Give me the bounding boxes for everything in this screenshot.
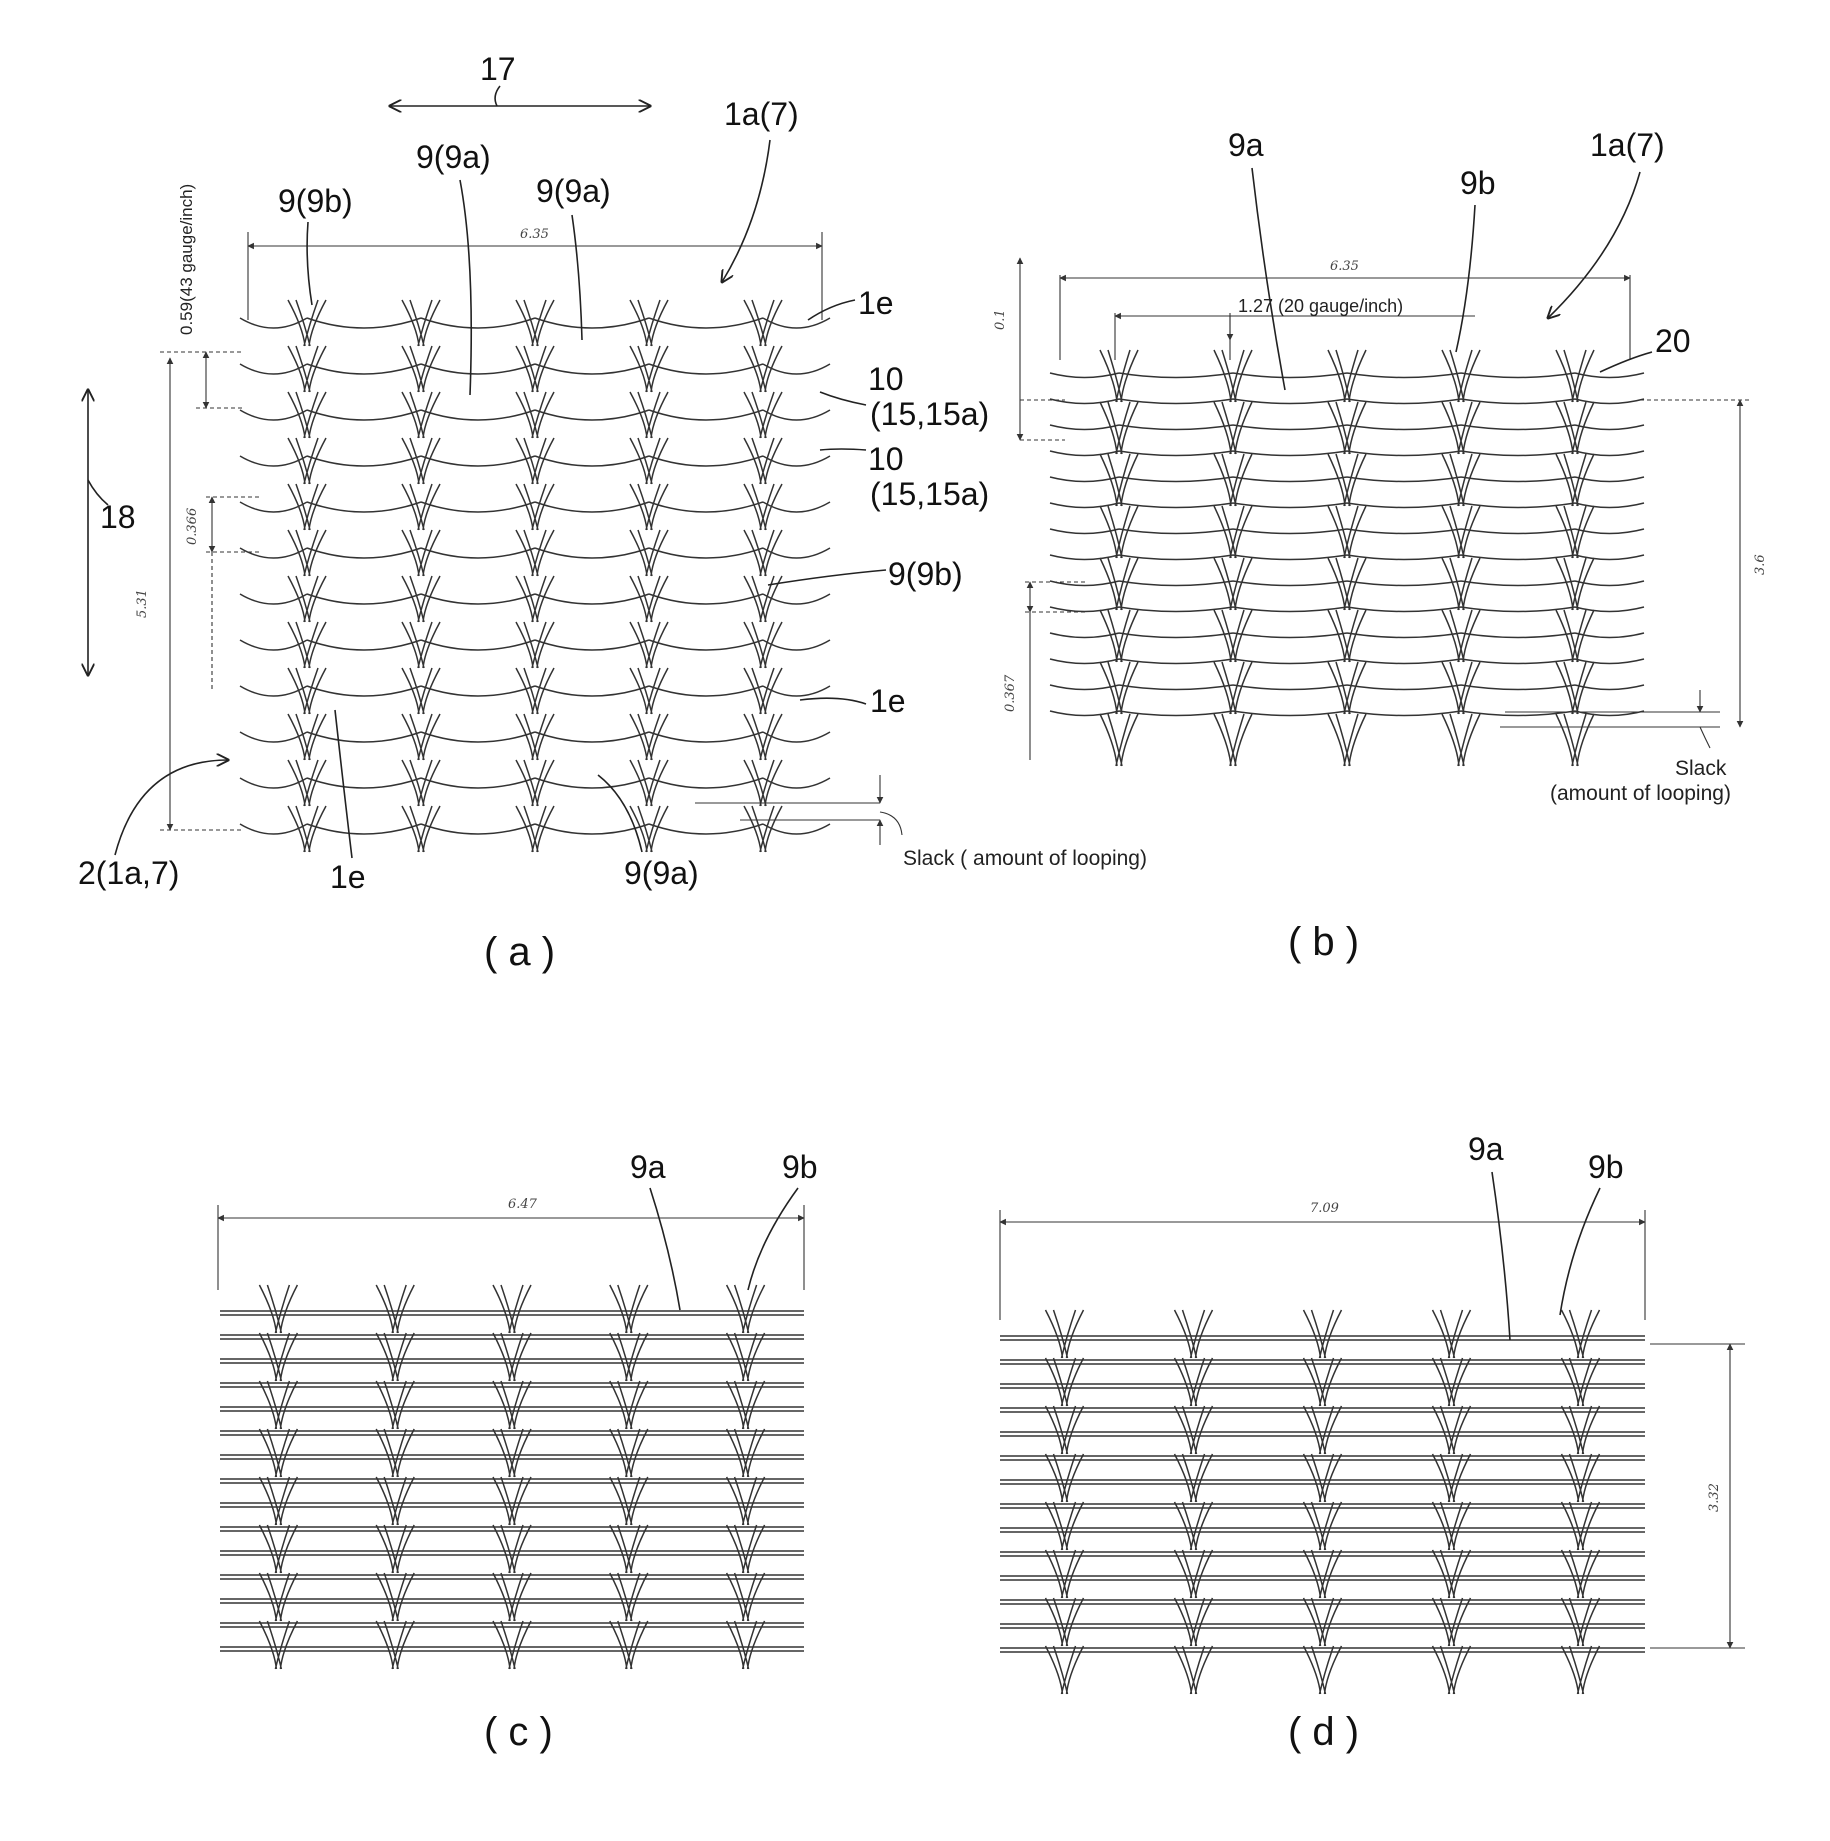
wale-yarn xyxy=(516,300,554,852)
ref-9a-c: 9a xyxy=(630,1149,666,1185)
dim-pitch-b-label: 0.367 xyxy=(1003,674,1018,712)
wale-yarn xyxy=(1442,350,1480,766)
panel-a: 17 18 6.35 0.59(43 gauge/inch) 5.31 0.36… xyxy=(78,51,1147,974)
slack-a: Slack ( amount of looping) xyxy=(903,847,1147,870)
course-yarns xyxy=(220,1311,804,1651)
dim-width-c-label: 6.47 xyxy=(508,1197,538,1212)
wale-yarn xyxy=(630,300,668,852)
ref-9b-c: 9b xyxy=(782,1149,818,1185)
course-yarns xyxy=(1000,1336,1645,1652)
wale-yarn xyxy=(402,300,440,852)
wale-yarn xyxy=(1328,350,1366,766)
ref-1a7-a: 1a(7) xyxy=(724,96,799,132)
caption-a: ( a ) xyxy=(484,930,555,974)
wale-yarn xyxy=(610,1285,648,1669)
ref-20-b: 20 xyxy=(1655,323,1691,359)
ref-2: 2(1a,7) xyxy=(78,855,179,891)
ref-1e-top: 1e xyxy=(858,285,894,321)
label-17: 17 xyxy=(480,51,516,87)
slack-b-2: (amount of looping) xyxy=(1550,782,1731,805)
ref-15-a: (15,15a) xyxy=(870,396,989,432)
ref-1e-bottom: 1e xyxy=(330,859,366,895)
panel-b: 6.35 1.27 (20 gauge/inch) 0.1 3.6 0.367 … xyxy=(993,127,1768,964)
caption-b: ( b ) xyxy=(1288,920,1359,964)
ref-9-9a-2: 9(9a) xyxy=(536,173,611,209)
wale-yarn xyxy=(376,1285,414,1669)
caption-c: ( c ) xyxy=(484,1710,553,1754)
gauge-b: 1.27 (20 gauge/inch) xyxy=(1238,296,1403,316)
wale-yarn xyxy=(1562,1310,1600,1694)
panel-d: 7.09 3.32 9a 9b ( d ) xyxy=(1000,1131,1745,1754)
dim-pitch-a-label: 0.366 xyxy=(185,508,200,545)
wale-yarn xyxy=(1433,1310,1471,1694)
panel-c: 6.47 9a 9b ( c ) xyxy=(218,1149,818,1754)
ref-10-b: 10 xyxy=(868,441,904,477)
wale-yarn xyxy=(1214,350,1252,766)
panel-b-fabric xyxy=(1050,350,1644,766)
wale-yarn xyxy=(1304,1310,1342,1694)
caption-d: ( d ) xyxy=(1288,1710,1359,1754)
wale-yarn xyxy=(288,300,326,852)
ref-1e-right: 1e xyxy=(870,683,906,719)
ref-9a-b: 9a xyxy=(1228,127,1264,163)
ref-9-9b-right: 9(9b) xyxy=(888,556,963,592)
ref-9-9b-top: 9(9b) xyxy=(278,183,353,219)
ref-9-9a-bottom: 9(9a) xyxy=(624,855,699,891)
dim-height-a-label: 5.31 xyxy=(135,589,150,618)
gauge-a: 0.59(43 gauge/inch) xyxy=(177,184,196,335)
dim-width-a-label: 6.35 xyxy=(520,227,549,242)
wale-yarn xyxy=(744,300,782,852)
ref-9b-b: 9b xyxy=(1460,165,1496,201)
wale-yarn xyxy=(1175,1310,1213,1694)
leader-17 xyxy=(495,86,500,106)
dim-width-d-label: 7.09 xyxy=(1310,1201,1339,1216)
wale-yarn xyxy=(493,1285,531,1669)
ref-9b-d: 9b xyxy=(1588,1149,1624,1185)
dim-height-d-label: 3.32 xyxy=(1707,1483,1722,1512)
panel-a-fabric xyxy=(240,300,830,852)
wale-yarn xyxy=(1046,1310,1084,1694)
course-yarns xyxy=(240,318,830,834)
slack-b-1: Slack xyxy=(1675,757,1727,780)
ref-9a-d: 9a xyxy=(1468,1131,1504,1167)
wale-yarn xyxy=(727,1285,765,1669)
ref-15-b: (15,15a) xyxy=(870,476,989,512)
ref-9-9a-1: 9(9a) xyxy=(416,139,491,175)
ref-10-a: 10 xyxy=(868,361,904,397)
dim-left-top-b: 0.1 xyxy=(993,309,1008,330)
panel-d-fabric xyxy=(1000,1310,1645,1694)
dim-width-b-label: 6.35 xyxy=(1330,259,1359,274)
wale-yarn xyxy=(259,1285,297,1669)
ref-1a7-b: 1a(7) xyxy=(1590,127,1665,163)
dim-height-b-label: 3.6 xyxy=(1753,554,1768,575)
panel-c-fabric xyxy=(220,1285,804,1669)
label-18: 18 xyxy=(100,499,136,535)
